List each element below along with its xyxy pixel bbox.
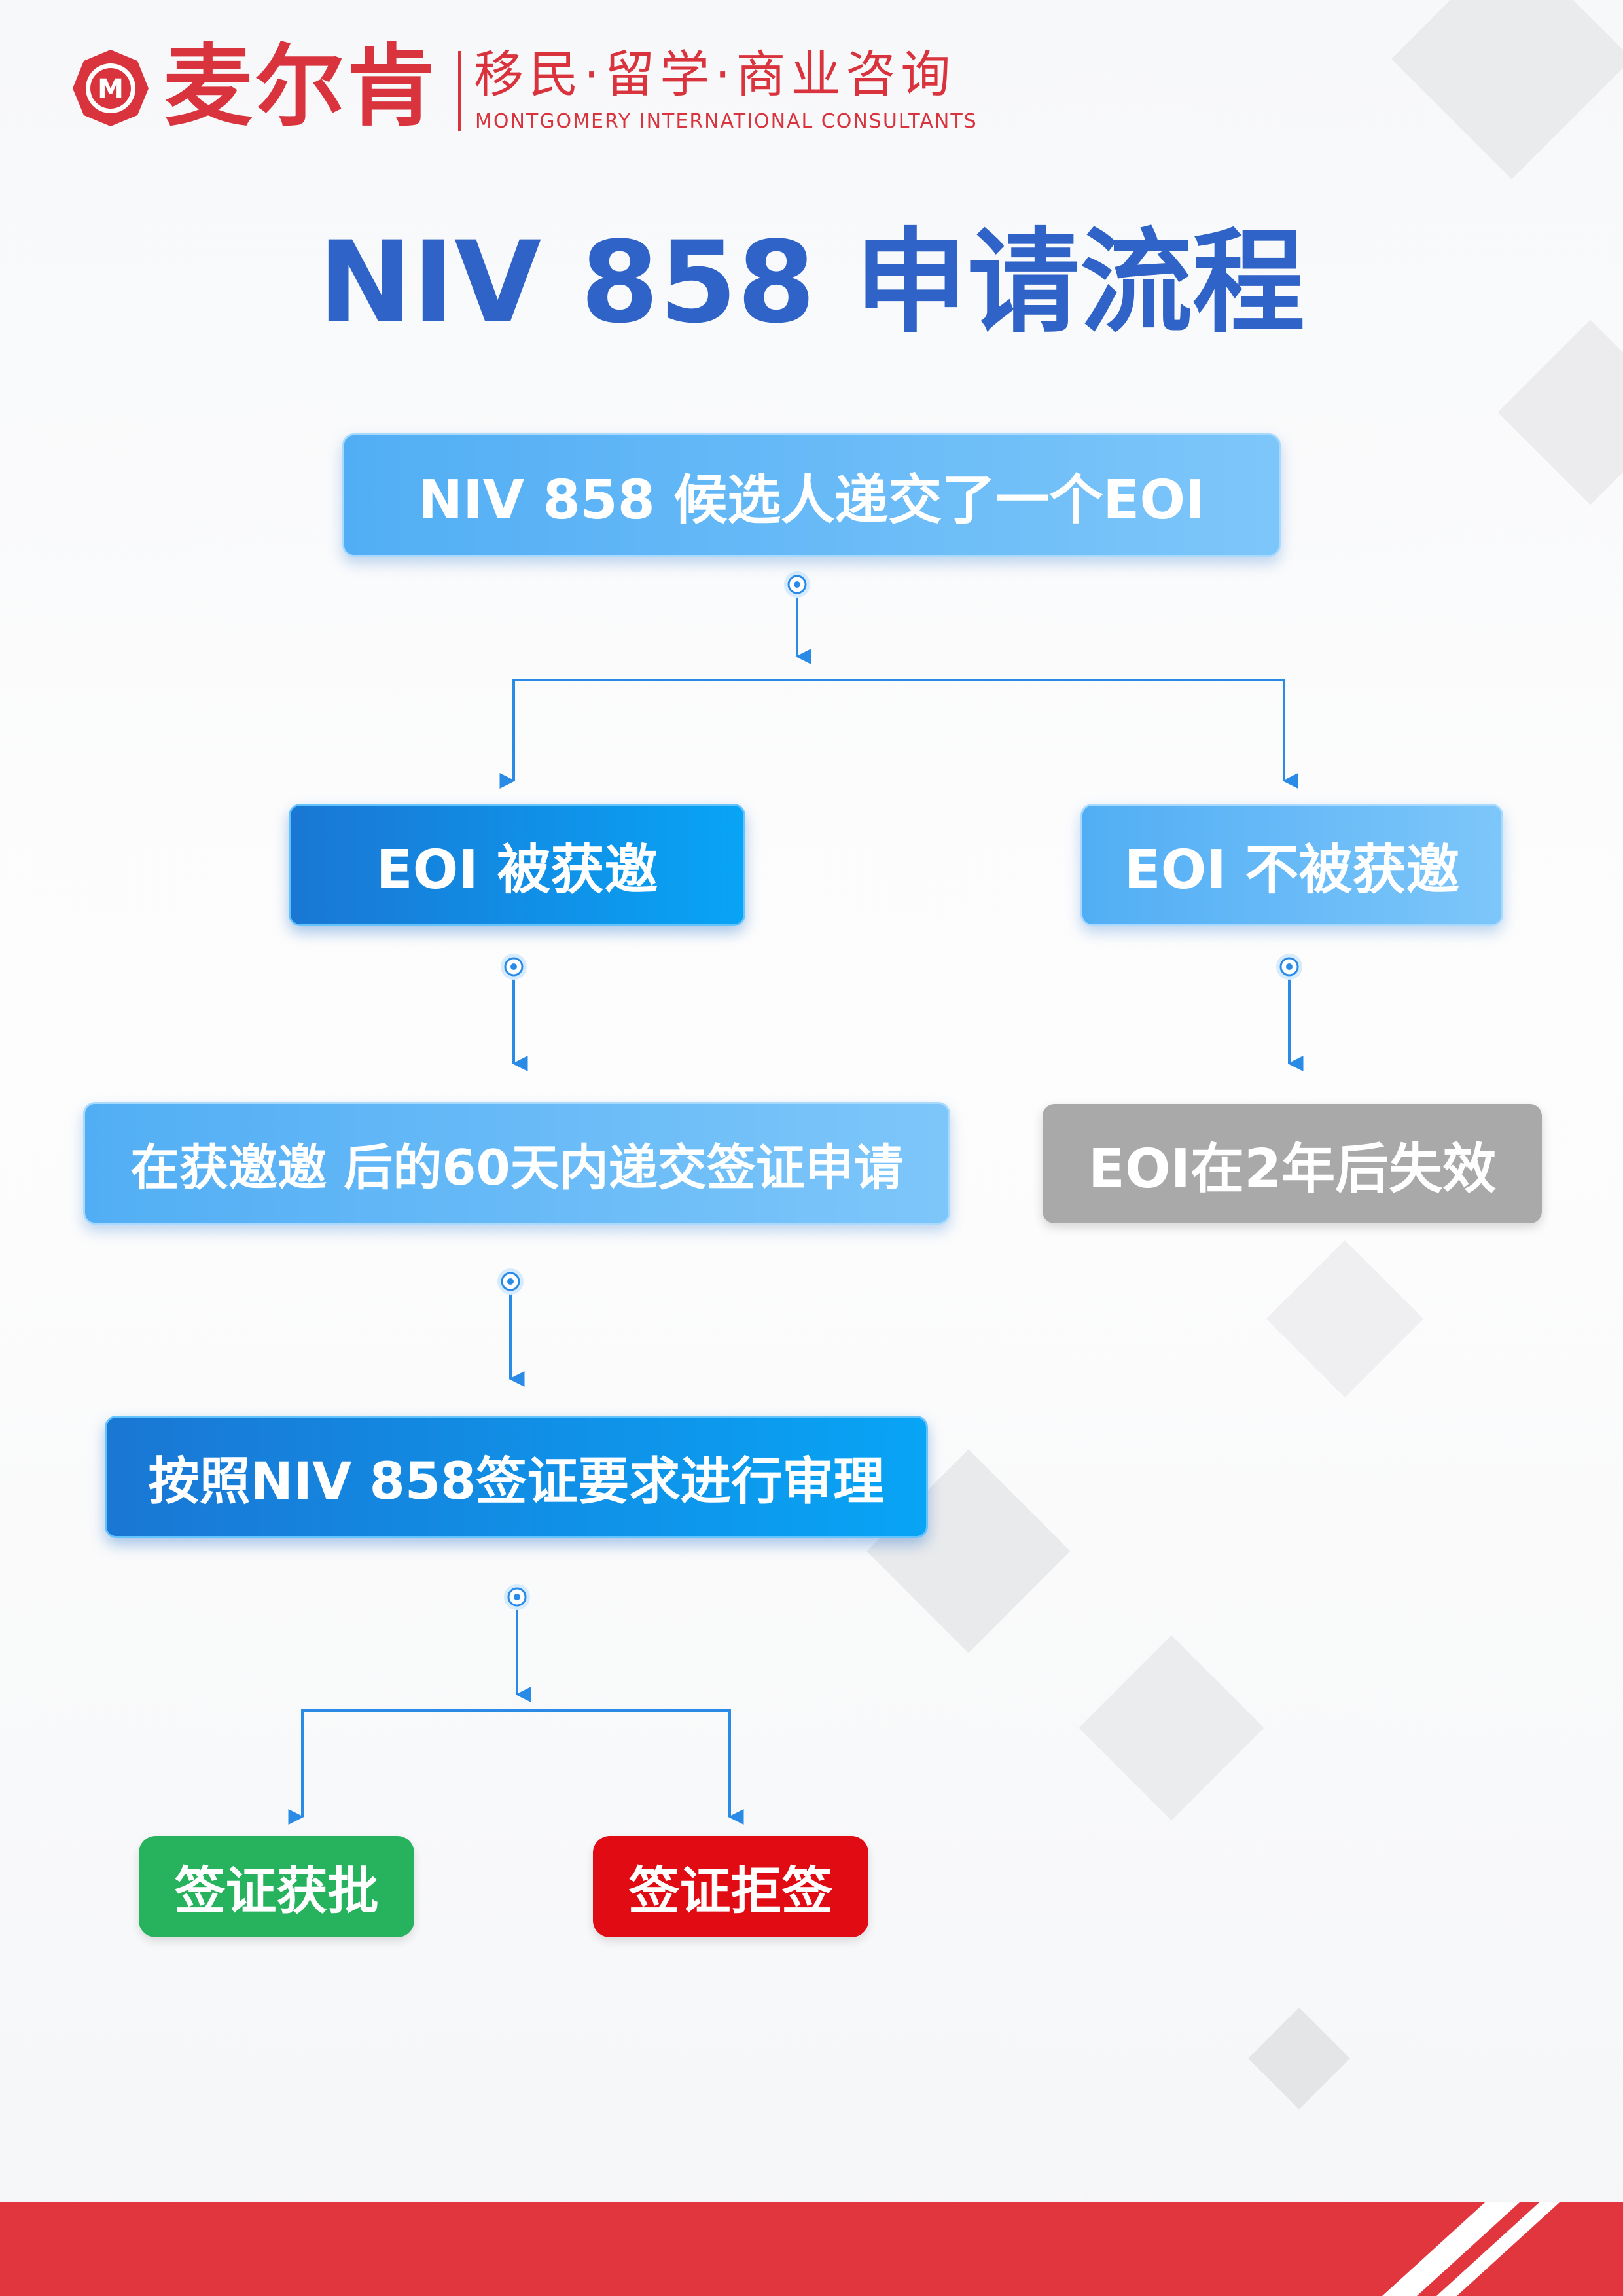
outcome-visa-granted-label: 签证获批 — [174, 1861, 379, 1921]
step-lodge-visa-application: 在获邀邀 后的60天内递交签证申请 — [83, 1102, 950, 1225]
outcome-visa-refused-label: 签证拒签 — [628, 1861, 833, 1921]
footer-band — [0, 2202, 1623, 2296]
step-eoi-not-invited: EOI 不被获邀 — [1080, 804, 1503, 926]
step-eoi-expire-label: EOI在2年后失效 — [1088, 1138, 1497, 1200]
tagline-english: MONTGOMERY INTERNATIONAL CONSULTANTS — [475, 110, 978, 133]
background-diamond — [1391, 0, 1623, 179]
connector-branch — [499, 679, 1298, 789]
connector-branch — [288, 1709, 744, 1825]
page-title: NIV 858 申请流程 — [318, 217, 1305, 348]
step-eoi-expire: EOI在2年后失效 — [1043, 1104, 1542, 1223]
background-diamond — [1266, 1240, 1424, 1398]
connector-node-icon — [784, 571, 810, 598]
step-eoi-submitted-label: NIV 858 候选人递交了一个EOI — [418, 469, 1205, 531]
connector-node-icon — [501, 954, 527, 980]
step-eoi-submitted: NIV 858 候选人递交了一个EOI — [342, 433, 1281, 557]
header-divider — [458, 51, 461, 131]
background-diamond — [1079, 1635, 1264, 1821]
background-diamond — [1248, 2007, 1350, 2109]
step-assessment-label: 按照NIV 858签证要求进行审理 — [148, 1452, 885, 1511]
step-assessment: 按照NIV 858签证要求进行审理 — [105, 1416, 928, 1538]
step-eoi-invited: EOI 被获邀 — [289, 804, 745, 926]
step-eoi-not-invited-label: EOI 不被获邀 — [1124, 839, 1460, 901]
brand-name: 麦尔肯 — [164, 35, 438, 139]
logo-icon: M — [73, 50, 149, 126]
outcome-visa-granted: 签证获批 — [139, 1836, 414, 1937]
step-eoi-invited-label: EOI 被获邀 — [376, 839, 658, 901]
step-lodge-visa-application-label: 在获邀邀 后的60天内递交签证申请 — [130, 1139, 903, 1196]
connector-node-icon — [1276, 954, 1302, 980]
logo-letter: M — [98, 74, 124, 104]
connector-node-icon — [497, 1268, 524, 1295]
outcome-visa-refused: 签证拒签 — [593, 1836, 868, 1937]
tagline: 移民·留学·商业咨询 — [474, 45, 956, 103]
connector-node-icon — [504, 1584, 530, 1610]
